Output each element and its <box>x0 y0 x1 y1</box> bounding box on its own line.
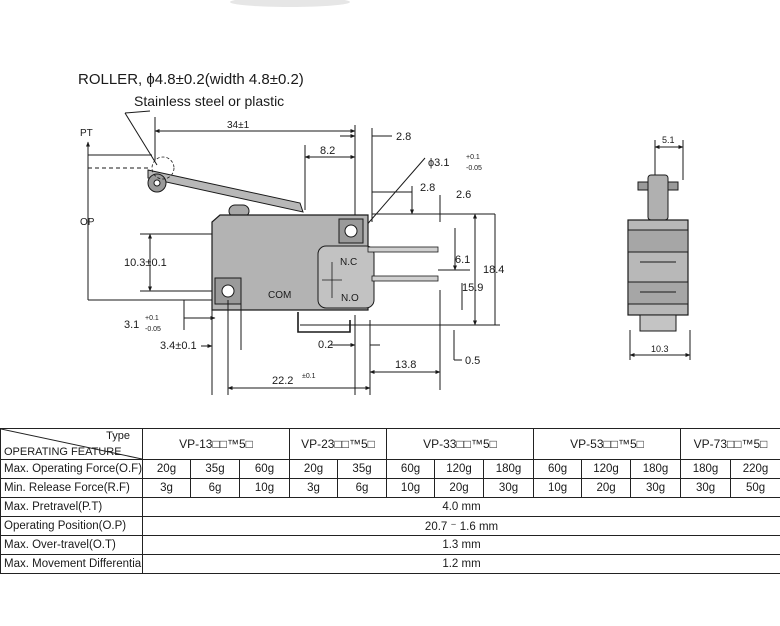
table-cell: 10g <box>386 478 436 498</box>
dim-22-2: 22.2 <box>272 375 293 387</box>
row-label: Max. Operating Force(O.F) <box>0 459 143 479</box>
table-cell: 35g <box>190 459 240 479</box>
table-cell: 60g <box>238 459 291 479</box>
table-row: Max. Movement Differential 1.2 mm <box>0 554 780 574</box>
op-label: OP <box>80 217 95 228</box>
row-label: Max. Pretravel(P.T) <box>0 497 143 517</box>
pt-op-reference <box>86 141 230 301</box>
no-label: N.O <box>341 293 359 304</box>
header-row: Type OPERATING FEATURE VP-13□□™5□ VP-23□… <box>0 428 780 460</box>
table-cell: 3g <box>289 478 339 498</box>
roller-material: Stainless steel or plastic <box>134 93 284 109</box>
side-dim-10-3: 10.3 <box>651 344 669 354</box>
table-cell: 180g <box>630 459 682 479</box>
table-cell: 180g <box>680 459 732 479</box>
table-cell: 20g <box>289 459 339 479</box>
model-vp13: VP-13□□™5□ <box>141 428 291 460</box>
roller-title: ROLLER, ϕ4.8±0.2(width 4.8±0.2) <box>78 71 304 88</box>
side-dim-5-1: 5.1 <box>662 135 675 145</box>
table-cell: 30g <box>630 478 682 498</box>
dim-18-4: 18.4 <box>483 264 504 276</box>
table-cell: 10g <box>533 478 583 498</box>
row-label: Operating Position(O.P) <box>0 516 143 536</box>
side-view <box>627 140 691 360</box>
table-cell: 50g <box>730 478 780 498</box>
dim-2-8-mid: 2.8 <box>420 182 435 194</box>
switch-body <box>147 156 439 333</box>
svg-text:-0.05: -0.05 <box>145 326 161 333</box>
dim-2-8-top: 2.8 <box>396 131 411 143</box>
microswitch-drawing: ROLLER, ϕ4.8±0.2(width 4.8±0.2) Stainles… <box>78 0 691 395</box>
svg-text:±0.1: ±0.1 <box>302 373 316 380</box>
table-row: Min. Release Force(R.F) 3g 6g 10g 3g 6g … <box>0 478 780 498</box>
row-label: Max. Movement Differential <box>0 554 143 574</box>
dim-3-4: 3.4±0.1 <box>160 340 197 352</box>
dim-3-1: 3.1 <box>124 319 139 331</box>
svg-text:+0.1: +0.1 <box>466 154 480 161</box>
table-cell: 220g <box>730 459 780 479</box>
nc-label: N.C <box>340 257 357 268</box>
table-cell: 6g <box>190 478 240 498</box>
dim-6-1: 6.1 <box>455 254 470 266</box>
dim-10-3: 10.3±0.1 <box>124 257 167 269</box>
table-cell: 20g <box>581 478 632 498</box>
table-cell: 60g <box>386 459 436 479</box>
model-vp23: VP-23□□™5□ <box>289 428 388 460</box>
table-row: Operating Position(O.P) 20.7 ⁻ 1.6 mm <box>0 516 780 536</box>
row-label: Max. Over-travel(O.T) <box>0 535 143 555</box>
table-cell: 10g <box>238 478 291 498</box>
table-cell: 3g <box>142 478 191 498</box>
table-cell: 1.3 mm <box>141 535 780 555</box>
dim-13-8: 13.8 <box>395 359 416 371</box>
table-cell: 30g <box>483 478 535 498</box>
svg-text:+0.1: +0.1 <box>145 315 159 322</box>
table-corner: Type OPERATING FEATURE <box>0 428 143 460</box>
table-row: Max. Operating Force(O.F) 20g 35g 60g 20… <box>0 459 780 479</box>
svg-text:-0.05: -0.05 <box>466 165 482 172</box>
model-vp53: VP-53□□™5□ <box>533 428 682 460</box>
com-label: COM <box>268 290 291 301</box>
table-cell: 60g <box>533 459 583 479</box>
spec-table: Type OPERATING FEATURE VP-13□□™5□ VP-23□… <box>0 428 780 574</box>
corner-type: Type <box>106 430 130 442</box>
dim-34: 34±1 <box>227 120 250 131</box>
table-cell: 20g <box>434 478 485 498</box>
model-vp33: VP-33□□™5□ <box>386 428 535 460</box>
table-cell: 1.2 mm <box>141 554 780 574</box>
dim-2-6: 2.6 <box>456 189 471 201</box>
pt-label: PT <box>80 128 93 139</box>
table-row: Max. Pretravel(P.T) 4.0 mm <box>0 497 780 517</box>
table-cell: 30g <box>680 478 732 498</box>
hole-diameter: ϕ3.1 <box>428 157 449 169</box>
table-cell: 120g <box>434 459 485 479</box>
table-cell: 35g <box>337 459 388 479</box>
dim-0-2: 0.2 <box>318 339 333 351</box>
dim-0-5: 0.5 <box>465 355 480 367</box>
table-cell: 20g <box>142 459 191 479</box>
row-label: Min. Release Force(R.F) <box>0 478 143 498</box>
model-vp73: VP-73□□™5□ <box>680 428 780 460</box>
dim-8-2: 8.2 <box>320 145 335 157</box>
table-row: Max. Over-travel(O.T) 1.3 mm <box>0 535 780 555</box>
table-cell: 180g <box>483 459 535 479</box>
table-cell: 120g <box>581 459 632 479</box>
corner-feature: OPERATING FEATURE <box>4 446 122 458</box>
table-cell: 6g <box>337 478 388 498</box>
table-cell: 4.0 mm <box>141 497 780 517</box>
table-cell: 20.7 ⁻ 1.6 mm <box>141 516 780 536</box>
dim-15-9: 15.9 <box>462 282 483 294</box>
